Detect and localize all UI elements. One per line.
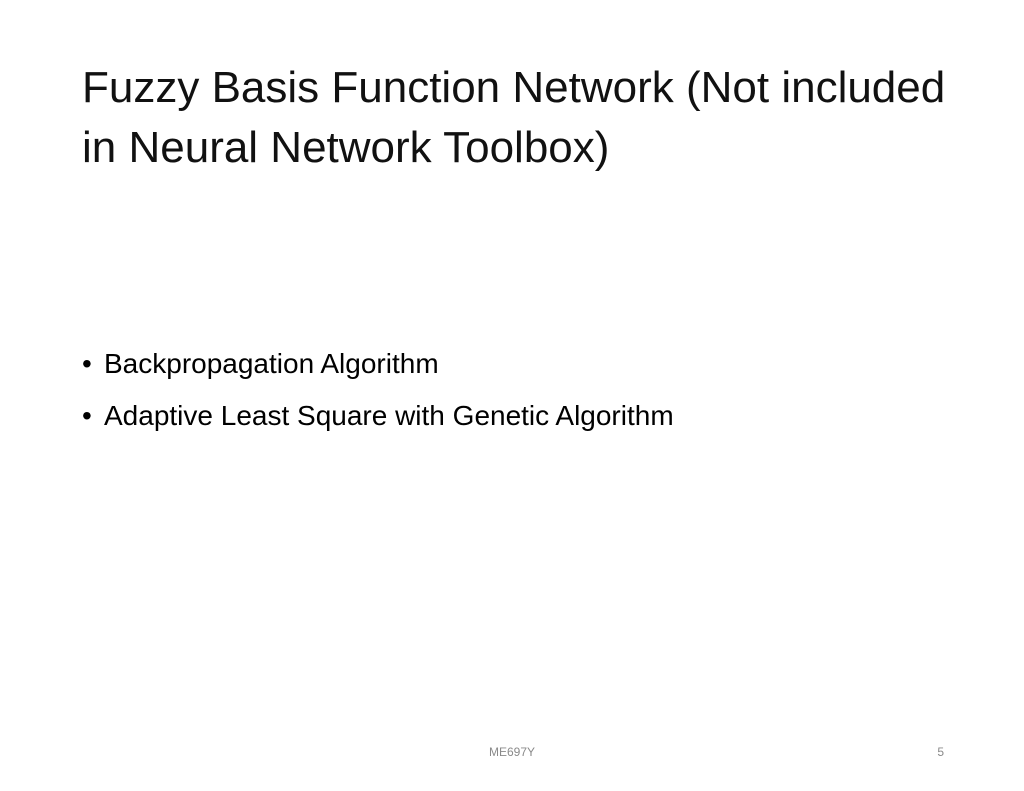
bullet-dot-icon: • — [82, 348, 92, 379]
bullet-text: Backpropagation Algorithm — [104, 348, 439, 379]
bullet-item: • Backpropagation Algorithm — [82, 344, 962, 384]
page-number: 5 — [937, 745, 944, 759]
bullet-text: Adaptive Least Square with Genetic Algor… — [104, 400, 674, 431]
bullet-list: • Backpropagation Algorithm • Adaptive L… — [82, 344, 962, 448]
slide-title: Fuzzy Basis Function Network (Not includ… — [82, 63, 946, 172]
bullet-item: • Adaptive Least Square with Genetic Alg… — [82, 396, 962, 436]
footer-course-code: ME697Y — [488, 745, 536, 759]
bullet-dot-icon: • — [82, 400, 92, 431]
